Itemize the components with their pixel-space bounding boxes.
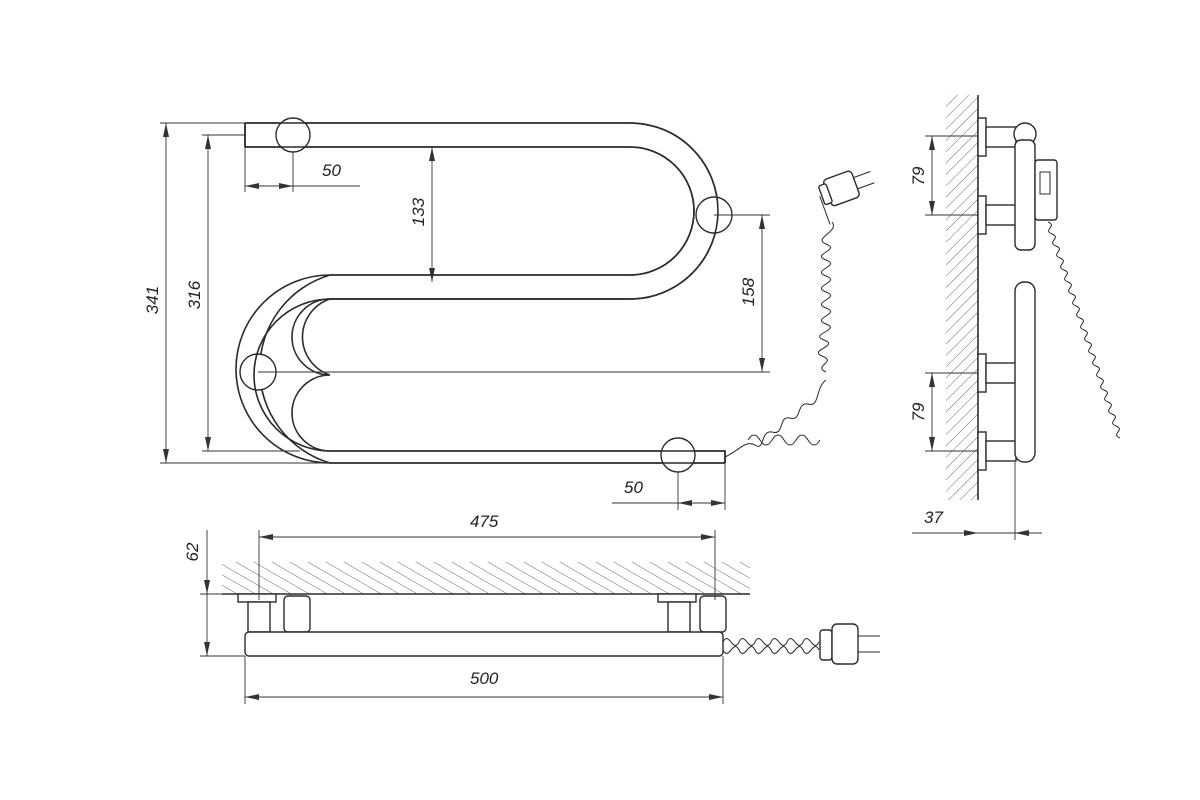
dim-133-label: 133 (409, 197, 428, 226)
left-bend (235, 274, 331, 464)
side-tube-lower (1014, 281, 1036, 463)
plug-icon (818, 170, 875, 225)
dim-500-label: 500 (470, 669, 499, 688)
coiled-cord-top (722, 638, 820, 654)
switch-box (1034, 159, 1058, 221)
dim-158-label: 158 (739, 277, 758, 306)
wall-hatch-side (946, 95, 978, 500)
dim-79-upper-label: 79 (909, 166, 928, 185)
coiled-cord-side (1047, 221, 1121, 439)
dim-62-label: 62 (183, 542, 202, 561)
s-pipe-outer (245, 122, 725, 464)
dim-79-lower-label: 79 (909, 402, 928, 421)
coil-loops (747, 434, 821, 446)
mount-bracket-bottom (660, 437, 696, 473)
top-view: 475 62 500 (183, 512, 880, 704)
right-bend (629, 122, 719, 300)
dim-50-bottom-label: 50 (624, 478, 643, 497)
wall-hatch-top (222, 562, 750, 594)
dim-50-top-label: 50 (322, 161, 341, 180)
s-pipe-inner (244, 123, 726, 463)
dim-316-label: 316 (185, 280, 204, 309)
tube-top-view (244, 631, 724, 657)
coiled-cord (724, 221, 834, 458)
middle-tube (330, 274, 630, 300)
bottom-tube (244, 123, 726, 464)
side-view: 79 79 37 (909, 95, 1121, 540)
top-tube (245, 122, 630, 148)
front-view: 341 316 50 133 158 50 (143, 117, 875, 510)
dim-341-label: 341 (143, 286, 162, 314)
dim-37-label: 37 (924, 508, 943, 527)
dim-475-label: 475 (470, 512, 499, 531)
side-tube-upper (1014, 139, 1036, 251)
plug-top-icon (819, 623, 880, 665)
